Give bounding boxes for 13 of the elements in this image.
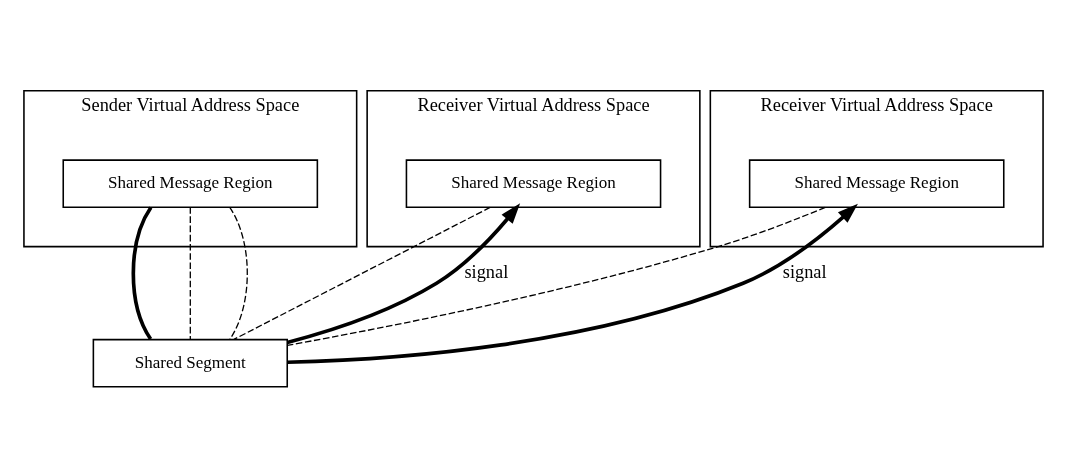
arrow [286, 202, 521, 344]
node-box: Shared Segment [92, 338, 289, 388]
arrow [287, 203, 858, 364]
connector [233, 206, 491, 340]
connector [189, 206, 191, 340]
edge-label: signal [782, 261, 827, 282]
connector [229, 206, 248, 340]
edge-label: signal [464, 261, 509, 282]
node-box: Shared Message Region [62, 158, 319, 208]
node-box: Shared Message Region [405, 158, 662, 208]
connector [286, 206, 826, 346]
node-box: Shared Message Region [748, 158, 1005, 208]
connector [131, 206, 153, 340]
